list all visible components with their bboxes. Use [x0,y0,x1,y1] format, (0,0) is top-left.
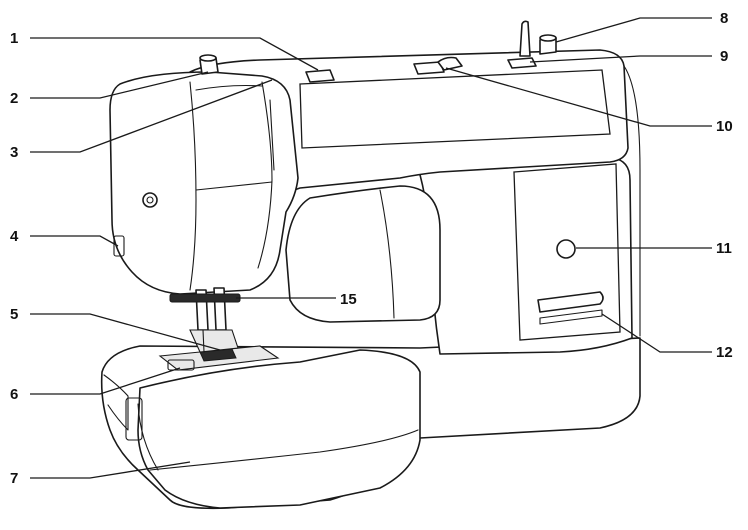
pattern-selector-dial[interactable] [556,239,576,259]
callout-15: 15 [340,291,357,308]
leader-2 [30,71,209,99]
callout-2: 2 [10,90,18,107]
take-up-slot [269,99,275,171]
callout-1: 1 [10,30,18,47]
top-window [299,69,611,149]
callout-11: 11 [716,240,732,257]
presser-foot[interactable] [189,329,239,353]
leader-1 [30,37,319,71]
callout-9: 9 [720,48,728,65]
callout-8: 8 [720,10,728,27]
sewing-machine-illustration [100,20,641,510]
head-right-edge [257,81,273,269]
leader-5 [30,313,221,351]
leader-10 [445,67,712,127]
callout-labels: 1 2 3 4 5 6 7 8 9 10 11 12 15 [10,10,733,487]
thread-cutter[interactable] [113,235,125,257]
needle-clamp [169,293,241,303]
handwheel-edge [623,65,641,337]
spool-pin[interactable] [519,20,531,57]
bobbin-winder-cap [539,34,557,42]
thread-guide-2 [413,61,445,75]
base-left-slot [125,397,143,441]
leader-4 [30,235,119,247]
tension-dial-cap [199,54,217,62]
callout-12: 12 [716,344,733,361]
callout-5: 5 [10,306,18,323]
head-separator [195,181,273,191]
thread-guide-1 [305,69,335,83]
throat-space [285,185,441,323]
callout-3: 3 [10,144,18,161]
base-left-side [103,374,129,431]
leader-12 [601,313,712,353]
callout-4: 4 [10,228,19,245]
callout-7: 7 [10,470,18,487]
stitch-lever[interactable] [537,291,604,313]
leader-6 [30,367,181,395]
thread-guide-3 [507,57,537,69]
needle [202,329,205,353]
accessory-table-side-crease [137,403,159,471]
head-screw [142,192,158,208]
machine-head [109,71,299,295]
leader-7 [30,461,191,479]
head-screw-inner [146,196,154,204]
bobbin-winder-stopper[interactable] [437,56,463,71]
leader-3 [30,79,273,153]
bobbin-cover [167,359,195,371]
accessory-table-front-edge [149,429,419,471]
head-face-plate [189,81,197,291]
leader-lines [30,17,712,479]
stitch-lever-slot [539,309,603,325]
callout-6: 6 [10,386,18,403]
leader-9 [529,55,712,63]
accessory-table [137,349,421,509]
throat-inner-shadow [379,189,395,319]
callout-10: 10 [716,118,733,135]
leader-8 [555,17,712,43]
